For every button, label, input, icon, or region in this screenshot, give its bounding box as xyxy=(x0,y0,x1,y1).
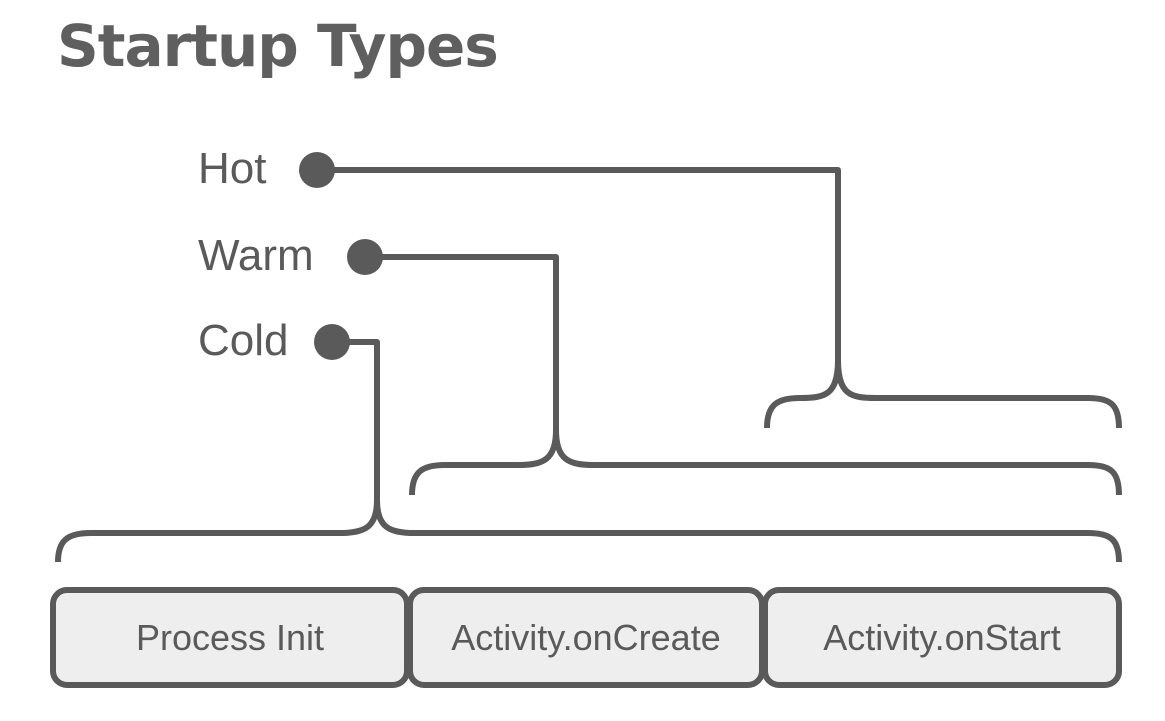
cold-bracket xyxy=(55,497,1122,563)
startup-type-warm: Warm xyxy=(198,231,1122,496)
warm-bracket xyxy=(409,427,1122,496)
hot-label: Hot xyxy=(198,144,266,193)
hot-connector-line xyxy=(317,167,841,360)
warm-connector-line xyxy=(365,254,559,430)
stage-label: Process Init xyxy=(136,617,324,658)
startup-type-cold: Cold xyxy=(55,316,1122,563)
page-title: Startup Types xyxy=(57,12,499,80)
stage-activity-onstart: Activity.onStart xyxy=(762,587,1122,688)
cold-connector-line xyxy=(332,339,380,500)
warm-label: Warm xyxy=(198,231,314,280)
stage-activity-oncreate: Activity.onCreate xyxy=(407,587,765,688)
stage-label: Activity.onCreate xyxy=(451,617,720,658)
stage-box xyxy=(762,587,1122,688)
stage-process-init: Process Init xyxy=(50,587,410,688)
startup-type-hot: Hot xyxy=(198,144,1122,429)
stage-label: Activity.onStart xyxy=(823,617,1060,658)
hot-bracket xyxy=(764,357,1122,429)
cold-label: Cold xyxy=(198,316,289,365)
